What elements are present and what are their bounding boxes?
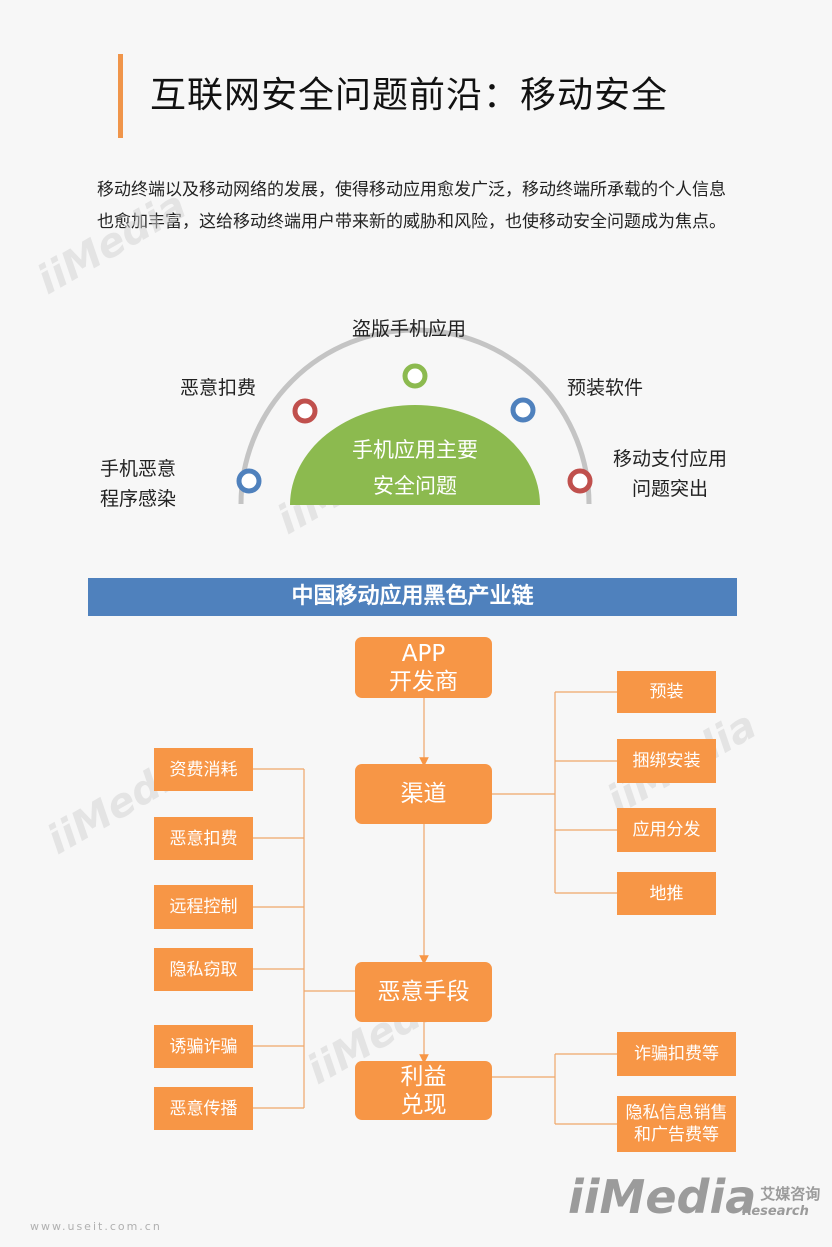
channel-item: 捆绑安装 (617, 739, 716, 783)
center-label-line: 手机应用主要 (352, 438, 478, 462)
arc-dot (510, 397, 536, 423)
iimedia-logo: ii Media 艾媒咨询 (568, 1170, 821, 1224)
arc-label-line: 程序感染 (99, 488, 176, 510)
method-item: 隐私窃取 (154, 948, 253, 991)
method-item: 恶意传播 (154, 1087, 253, 1130)
channel-item: 地推 (617, 872, 716, 915)
intro-paragraph: 移动终端以及移动网络的发展，使得移动应用愈发广泛，移动终端所承载的个人信息也愈加… (97, 180, 726, 232)
arc-label: 手机恶意 程序感染 (86, 454, 190, 514)
arc-dot (402, 363, 428, 389)
channel-item: 预装 (617, 671, 716, 713)
box-text-line: APP (401, 640, 446, 667)
box-text-line: 隐私信息销售 (625, 1103, 728, 1123)
page-title: 互联网安全问题前沿：移动安全 (150, 75, 669, 116)
method-item: 远程控制 (154, 885, 253, 929)
method-item: 诱骗诈骗 (154, 1025, 253, 1068)
logo-brand: Media (599, 1170, 757, 1224)
chain-title-banner: 中国移动应用黑色产业链 (88, 578, 737, 616)
logo-dots: ii (568, 1170, 600, 1224)
channel-box: 渠道 (355, 764, 492, 824)
app-developer-box: APP 开发商 (355, 637, 492, 698)
box-text-line: 兑现 (400, 1091, 447, 1118)
arc-label: 盗版手机应用 (352, 318, 467, 340)
arc-line (238, 327, 592, 505)
center-dome-label: 手机应用主要 安全问题 (320, 432, 510, 504)
box-text-line: 开发商 (389, 668, 458, 695)
malicious-means-box: 恶意手段 (355, 962, 492, 1022)
method-item: 资费消耗 (154, 748, 253, 791)
title-accent-bar (118, 54, 123, 138)
arc-label-line: 问题突出 (631, 478, 708, 500)
arc-label-line: 手机恶意 (99, 458, 176, 480)
logo-en: Research (742, 1204, 809, 1219)
profit-item: 诈骗扣费等 (617, 1032, 736, 1076)
arc-label-line: 移动支付应用 (612, 448, 727, 470)
box-text-line: 和广告费等 (634, 1125, 719, 1145)
profit-item: 隐私信息销售 和广告费等 (617, 1096, 736, 1152)
arc-label: 预装软件 (567, 377, 644, 399)
center-dome (290, 405, 540, 505)
logo-cn: 艾媒咨询 (760, 1185, 821, 1203)
security-issues-arc (236, 327, 593, 505)
arc-dot (567, 468, 593, 494)
box-text-line: 诈骗扣费等 (634, 1044, 719, 1064)
channel-item: 应用分发 (617, 808, 716, 852)
arc-dot (236, 468, 262, 494)
arc-label: 恶意扣费 (180, 377, 257, 399)
arc-label: 移动支付应用 问题突出 (606, 444, 734, 504)
center-label-line: 安全问题 (373, 474, 457, 498)
profit-realization-box: 利益 兑现 (355, 1061, 492, 1120)
source-url: www.useit.com.cn (30, 1220, 162, 1233)
box-text-line: 利益 (400, 1063, 447, 1090)
arc-dot (292, 398, 318, 424)
method-item: 恶意扣费 (154, 817, 253, 860)
